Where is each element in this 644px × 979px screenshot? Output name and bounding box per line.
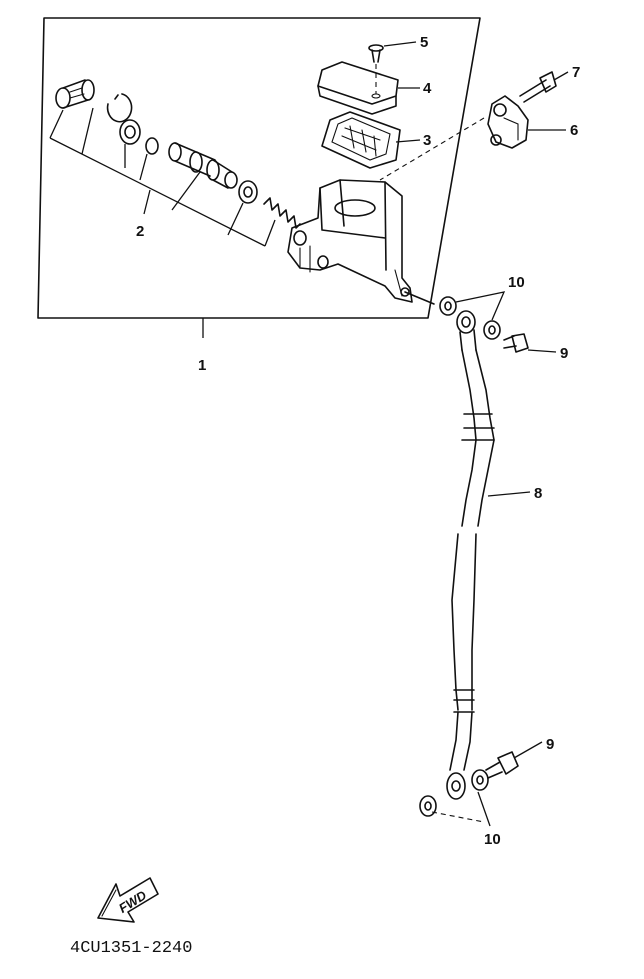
leader-7 — [553, 71, 569, 81]
circlip — [106, 93, 133, 123]
leader-10-bottom — [477, 791, 491, 827]
leader-5 — [383, 41, 417, 47]
callout-10-top: 10 — [508, 274, 525, 291]
brake-hose — [449, 349, 495, 771]
leader-10-top — [455, 291, 506, 321]
callout-9-top: 9 — [560, 345, 568, 362]
leader-2-bracket — [49, 107, 276, 247]
callout-8: 8 — [534, 485, 542, 502]
callout-5: 5 — [420, 34, 428, 51]
upper-union-washer-left — [439, 296, 457, 316]
return-spring — [263, 197, 301, 229]
lower-banjo-fitting — [446, 772, 466, 800]
master-cylinder-holder — [487, 95, 529, 149]
lower-union-washer-left — [419, 795, 437, 817]
callout-2: 2 — [136, 223, 144, 240]
lower-union-bolt — [485, 751, 519, 779]
forward-arrow-label: FWD — [116, 887, 150, 916]
master-cylinder-body — [287, 179, 435, 305]
cup-seal — [238, 180, 258, 204]
axis-lower-washers — [431, 811, 485, 823]
master-cylinder-assembly-frame — [37, 17, 481, 319]
callout-10-bottom: 10 — [484, 831, 501, 848]
o-ring — [145, 137, 159, 155]
forward-arrow-icon: FWD — [97, 877, 159, 923]
callout-6: 6 — [570, 122, 578, 139]
leader-2 — [143, 189, 151, 215]
callout-9-bottom: 9 — [546, 736, 554, 753]
upper-union-bolt — [503, 333, 529, 353]
drawing-code: 4CU1351-2240 — [70, 939, 192, 958]
upper-banjo-fitting — [456, 310, 477, 351]
callout-3: 3 — [423, 132, 431, 149]
dust-boot — [55, 79, 95, 109]
callout-1: 1 — [198, 357, 206, 374]
piston — [168, 142, 238, 189]
cap-screw — [368, 44, 384, 63]
lower-union-washer-right — [471, 769, 489, 791]
leader-9-top — [527, 349, 557, 353]
leader-3 — [395, 139, 421, 143]
upper-union-washer-right — [483, 320, 501, 340]
washer-ring — [119, 119, 141, 145]
reservoir-cap — [317, 61, 399, 115]
callout-4: 4 — [423, 80, 432, 97]
piston-kit-parts — [49, 79, 301, 247]
axis-holder-to-body — [379, 117, 485, 181]
reservoir-diaphragm — [321, 111, 401, 169]
leader-8 — [487, 491, 531, 497]
holder-bolt — [519, 71, 557, 103]
callout-7: 7 — [572, 64, 580, 81]
leader-9-bottom — [513, 741, 543, 759]
